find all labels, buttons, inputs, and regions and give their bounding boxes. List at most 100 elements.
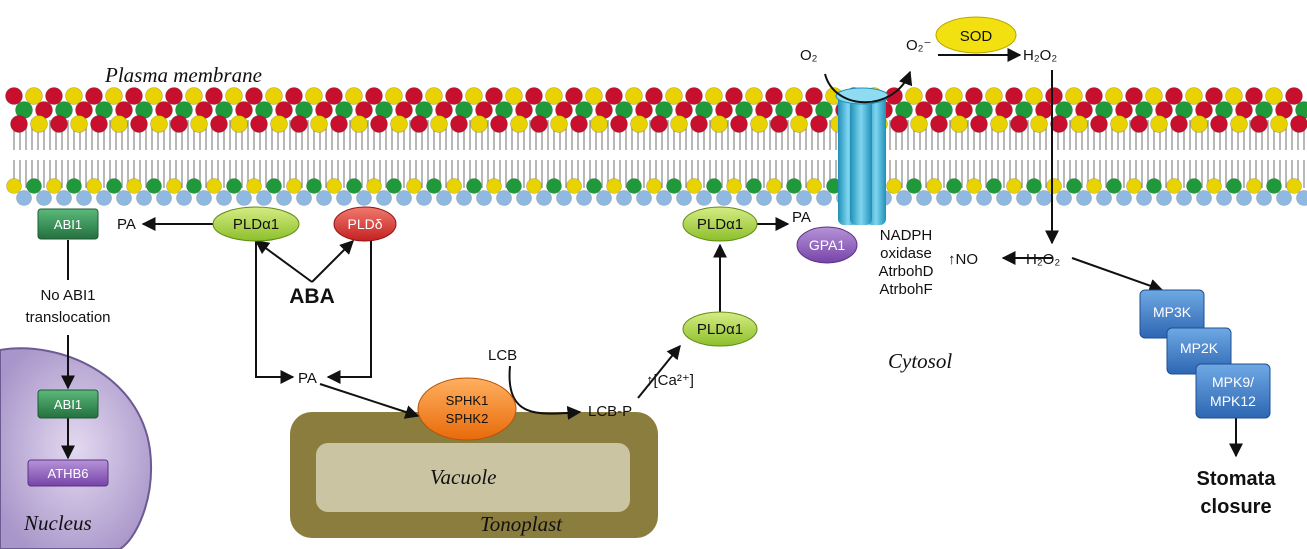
lipid-head bbox=[256, 190, 272, 206]
sod-node: SOD bbox=[935, 16, 1017, 54]
lipid-head bbox=[756, 190, 772, 206]
lipid-head bbox=[305, 87, 323, 105]
calcium-label: ↑[Ca²⁺] bbox=[646, 372, 694, 389]
lipid-head bbox=[346, 178, 362, 194]
superoxide-label: O₂⁻ bbox=[906, 37, 931, 54]
lipid-head bbox=[50, 115, 68, 133]
lipid-head bbox=[765, 87, 783, 105]
lipid-head bbox=[1216, 190, 1232, 206]
lipid-head bbox=[746, 178, 762, 194]
lipid-head bbox=[1296, 190, 1307, 206]
lipid-head bbox=[130, 115, 148, 133]
gpa1-node: GPA1 bbox=[796, 226, 858, 264]
lipid-head bbox=[90, 115, 108, 133]
lipid-head bbox=[1165, 87, 1183, 105]
lipid-head bbox=[886, 178, 902, 194]
lipid-head bbox=[1090, 115, 1108, 133]
lipid-head bbox=[6, 178, 22, 194]
lipid-head bbox=[430, 115, 448, 133]
lipid-head bbox=[1256, 190, 1272, 206]
lipid-head bbox=[410, 115, 428, 133]
lipid-head bbox=[565, 87, 583, 105]
lipid-head bbox=[896, 190, 912, 206]
lipid-head bbox=[96, 190, 112, 206]
lipid-head bbox=[905, 87, 923, 105]
lipid-head bbox=[536, 190, 552, 206]
plasma-membrane-label: Plasma membrane bbox=[104, 63, 262, 87]
lipid-head bbox=[796, 190, 812, 206]
lipid-head bbox=[1206, 178, 1222, 194]
lipid-head bbox=[10, 115, 28, 133]
lipid-head bbox=[170, 115, 188, 133]
lipid-head bbox=[66, 178, 82, 194]
lipid-head bbox=[406, 178, 422, 194]
lipid-head bbox=[546, 178, 562, 194]
lipid-head bbox=[396, 190, 412, 206]
lipid-head bbox=[385, 87, 403, 105]
lipid-head bbox=[326, 178, 342, 194]
lipid-head bbox=[1290, 115, 1307, 133]
lipid-head bbox=[650, 115, 668, 133]
lipid-head bbox=[445, 87, 463, 105]
lipid-head bbox=[205, 87, 223, 105]
lipid-head bbox=[925, 87, 943, 105]
aba-label: ABA bbox=[289, 285, 335, 308]
lipid-head bbox=[186, 178, 202, 194]
lipid-head bbox=[525, 87, 543, 105]
lipid-head bbox=[646, 178, 662, 194]
lipid-head bbox=[725, 87, 743, 105]
lipid-head bbox=[370, 115, 388, 133]
lipid-head bbox=[1270, 115, 1288, 133]
lipid-head bbox=[976, 190, 992, 206]
lipid-head bbox=[476, 190, 492, 206]
lipid-head bbox=[706, 178, 722, 194]
svg-text:SPHK2: SPHK2 bbox=[446, 411, 489, 426]
lipid-head bbox=[1246, 178, 1262, 194]
lipid-head bbox=[950, 115, 968, 133]
svg-text:PLDδ: PLDδ bbox=[347, 216, 382, 232]
lipid-heads bbox=[5, 87, 1307, 206]
lipid-head bbox=[1036, 190, 1052, 206]
lipid-head bbox=[1076, 190, 1092, 206]
lipid-head bbox=[630, 115, 648, 133]
lipid-head bbox=[470, 115, 488, 133]
svg-text:PLDα1: PLDα1 bbox=[697, 216, 743, 233]
lipid-head bbox=[425, 87, 443, 105]
lipid-head bbox=[1006, 178, 1022, 194]
lipid-head bbox=[1166, 178, 1182, 194]
lipid-head bbox=[210, 115, 228, 133]
lipid-head bbox=[656, 190, 672, 206]
no-abi1-label-line2: translocation bbox=[25, 309, 110, 326]
lipid-head bbox=[30, 115, 48, 133]
lipid-head bbox=[516, 190, 532, 206]
lipid-head bbox=[1210, 115, 1228, 133]
lipid-head bbox=[236, 190, 252, 206]
mp2k-node: MP2K bbox=[1166, 327, 1232, 375]
lipid-head bbox=[330, 115, 348, 133]
stomata-closure-line2: closure bbox=[1200, 496, 1271, 518]
pldd-node: PLDδ bbox=[333, 206, 397, 242]
pa-right-label: PA bbox=[792, 209, 811, 226]
lipid-head bbox=[1110, 115, 1128, 133]
lipid-head bbox=[585, 87, 603, 105]
lipid-head bbox=[1236, 190, 1252, 206]
lipid-head bbox=[696, 190, 712, 206]
svg-text:NADPH: NADPH bbox=[880, 227, 933, 244]
svg-text:MP3K: MP3K bbox=[1153, 304, 1192, 320]
lipid-head bbox=[1190, 115, 1208, 133]
lipid-head bbox=[365, 87, 383, 105]
lipid-head bbox=[806, 178, 822, 194]
lipid-head bbox=[566, 178, 582, 194]
lipid-head bbox=[506, 178, 522, 194]
lipid-head bbox=[490, 115, 508, 133]
lipid-head bbox=[310, 115, 328, 133]
lipid-head bbox=[745, 87, 763, 105]
lipid-head bbox=[985, 87, 1003, 105]
lipid-head bbox=[665, 87, 683, 105]
lipid-head bbox=[1136, 190, 1152, 206]
lipid-head bbox=[316, 190, 332, 206]
svg-text:ABI1: ABI1 bbox=[54, 397, 82, 412]
lipid-head bbox=[926, 178, 942, 194]
lipid-head bbox=[1276, 190, 1292, 206]
lipid-head bbox=[1266, 178, 1282, 194]
